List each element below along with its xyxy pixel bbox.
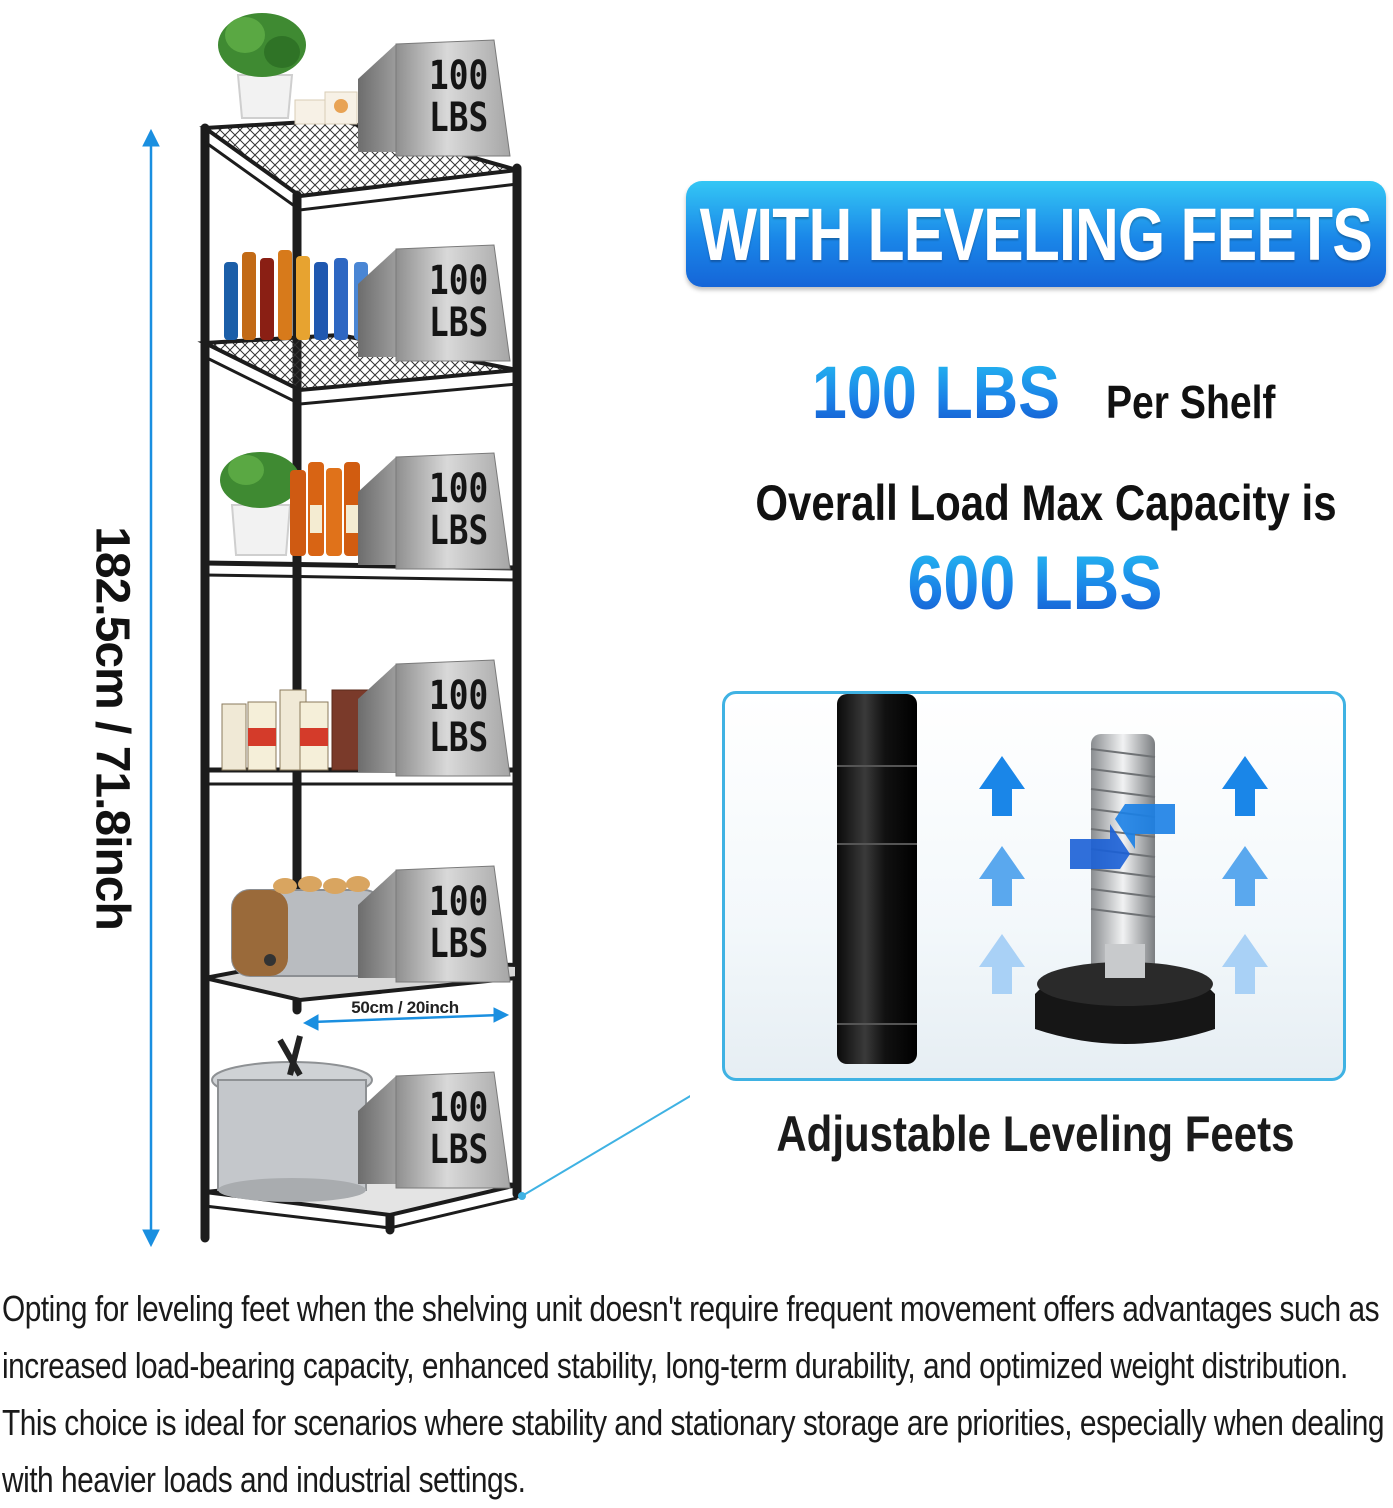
cooking-pot [211, 1035, 373, 1202]
weight-unit: LBS [428, 715, 488, 761]
overall-capacity-value: 600 LBS [907, 541, 1163, 626]
shelf-deck [197, 332, 518, 406]
weight-unit: LBS [428, 921, 488, 967]
weight-value: 100 [428, 466, 488, 512]
description-line: This choice is ideal for scenarios where… [2, 1402, 1385, 1443]
title-banner: WITH LEVELING FEETS [686, 181, 1386, 287]
weight-value: 100 [428, 1085, 488, 1131]
banner-title: WITH LEVELING FEETS [699, 192, 1373, 276]
height-dimension-line [142, 128, 160, 1248]
weight-box-shape [358, 659, 511, 777]
leveling-feet-caption-text: Adjustable Leveling Feets [775, 1106, 1295, 1162]
arrow-up-icon [1222, 756, 1268, 994]
weight-unit: LBS [428, 95, 488, 141]
toaster [231, 876, 383, 977]
description-line: with heavier loads and industrial settin… [2, 1459, 526, 1500]
overall-capacity: 600 LBS [700, 540, 1370, 627]
description-line: Opting for leveling feet when the shelvi… [2, 1288, 1380, 1329]
weight-unit: LBS [428, 508, 488, 554]
potted-plant [218, 13, 306, 119]
weight-value: 100 [428, 673, 488, 719]
weight-unit: LBS [428, 1127, 488, 1173]
detail-connector [518, 1095, 690, 1200]
weight-unit: LBS [428, 300, 488, 346]
width-dimension-line [302, 1007, 510, 1031]
description-line: increased load-bearing capacity, enhance… [2, 1345, 1348, 1386]
bottles [224, 250, 368, 340]
cans [221, 689, 377, 771]
per-shelf-capacity: 100 LBS Per Shelf [700, 350, 1380, 435]
per-shelf-value: 100 LBS [811, 351, 1061, 434]
arrow-up-icon [979, 756, 1025, 994]
weight-value: 100 [428, 879, 488, 925]
weight-value: 100 [428, 53, 488, 99]
leveling-foot-icon [837, 694, 1268, 1064]
height-dimension-label: 182.5cm / 71.8inch [85, 526, 139, 930]
product-description: Opting for leveling feet when the shelvi… [2, 1280, 1391, 1508]
shelf-deck [199, 117, 518, 212]
overall-capacity-text: Overall Load Max Capacity is [755, 475, 1337, 531]
weight-box-shape [358, 452, 511, 570]
oil-bottles [290, 462, 360, 556]
overall-capacity-label: Overall Load Max Capacity is [700, 474, 1370, 532]
weight-box-shape [358, 39, 511, 157]
potted-plant [220, 452, 300, 556]
weight-box-shape [358, 244, 511, 362]
weight-value: 100 [428, 258, 488, 304]
leveling-feet-detail-panel [722, 691, 1346, 1081]
weight-box-shape [358, 865, 511, 983]
width-dimension-label: 50cm / 20inch [351, 998, 459, 1017]
weight-box-shape [358, 1071, 511, 1189]
leveling-feet-caption: Adjustable Leveling Feets [700, 1105, 1370, 1163]
per-shelf-unit: Per Shelf [1105, 376, 1275, 428]
